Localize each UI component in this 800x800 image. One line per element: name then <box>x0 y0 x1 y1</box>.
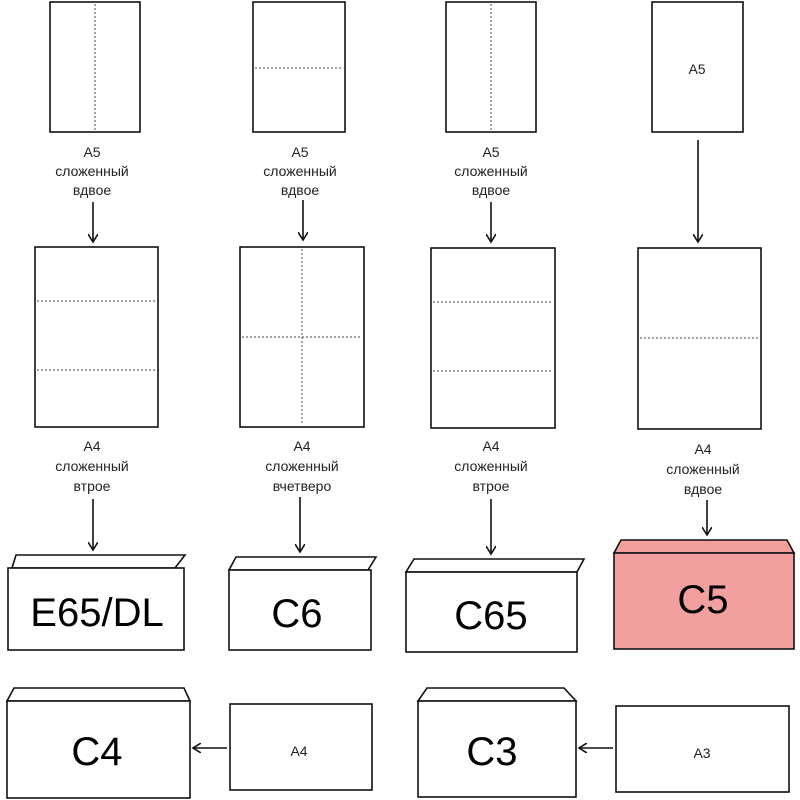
column-4: A5 A4 сложенный вдвое C5 <box>612 1 796 650</box>
a5-sheet <box>445 1 537 133</box>
envelope-e65-dl <box>7 567 185 651</box>
envelope-flap <box>5 687 192 702</box>
envelope-flap <box>416 687 578 702</box>
column-3: A5 сложенный вдвое A4 сложенный втрое C6… <box>404 1 586 653</box>
envelope-label: C5 <box>677 578 728 622</box>
caption-size: A4 <box>694 441 711 457</box>
envelope-label: C4 <box>71 730 122 774</box>
envelope-c4 <box>6 700 191 799</box>
caption-count: вдвое <box>281 182 320 198</box>
a4-sheet <box>229 703 373 791</box>
caption-count: втрое <box>74 478 111 494</box>
caption-size: A4 <box>482 438 499 454</box>
caption-size: A4 <box>83 438 100 454</box>
column-1: A5 сложенный вдвое A4 сложенный втрое E6… <box>7 1 187 651</box>
bottom-right-group: C3 A3 <box>416 687 790 798</box>
envelope-c6 <box>228 569 372 651</box>
caption-fold: сложенный <box>666 461 739 477</box>
a5-sheet <box>252 1 346 133</box>
caption-fold: сложенный <box>55 163 128 179</box>
envelope-label: E65/DL <box>30 591 163 635</box>
sheet-label: A4 <box>290 743 307 759</box>
caption-fold: сложенный <box>265 458 338 474</box>
a5-sheet <box>49 1 141 133</box>
envelope-flap <box>227 556 378 571</box>
sheet-label: A5 <box>688 61 705 77</box>
caption-count: вдвое <box>684 481 723 497</box>
envelope-flap <box>612 539 796 554</box>
envelope-label: C6 <box>271 592 322 636</box>
caption-count: втрое <box>473 478 510 494</box>
a5-sheet <box>651 1 744 133</box>
sheet-label: A3 <box>693 745 710 761</box>
a3-sheet <box>615 705 790 793</box>
caption-fold: сложенный <box>55 458 128 474</box>
caption-fold: сложенный <box>454 163 527 179</box>
caption-count: вдвое <box>472 182 511 198</box>
caption-fold: сложенный <box>263 163 336 179</box>
caption-fold: сложенный <box>454 458 527 474</box>
envelope-c65 <box>405 571 578 653</box>
a4-sheet <box>430 247 556 429</box>
envelope-label: C65 <box>454 594 527 638</box>
caption-count: вчетверо <box>273 478 332 494</box>
column-2: A5 сложенный вдвое A4 сложенный вчетверо… <box>227 1 378 651</box>
caption-count: вдвое <box>73 182 112 198</box>
caption-size: A5 <box>291 144 308 160</box>
envelope-c5 <box>613 552 795 650</box>
caption-size: A4 <box>293 438 310 454</box>
envelope-label: C3 <box>466 730 517 774</box>
bottom-left-group: C4 A4 <box>5 687 373 799</box>
envelope-flap <box>404 558 586 573</box>
caption-size: A5 <box>482 144 499 160</box>
a4-sheet <box>34 246 159 428</box>
caption-size: A5 <box>83 144 100 160</box>
envelope-flap <box>10 554 187 569</box>
envelope-c3 <box>417 700 577 798</box>
